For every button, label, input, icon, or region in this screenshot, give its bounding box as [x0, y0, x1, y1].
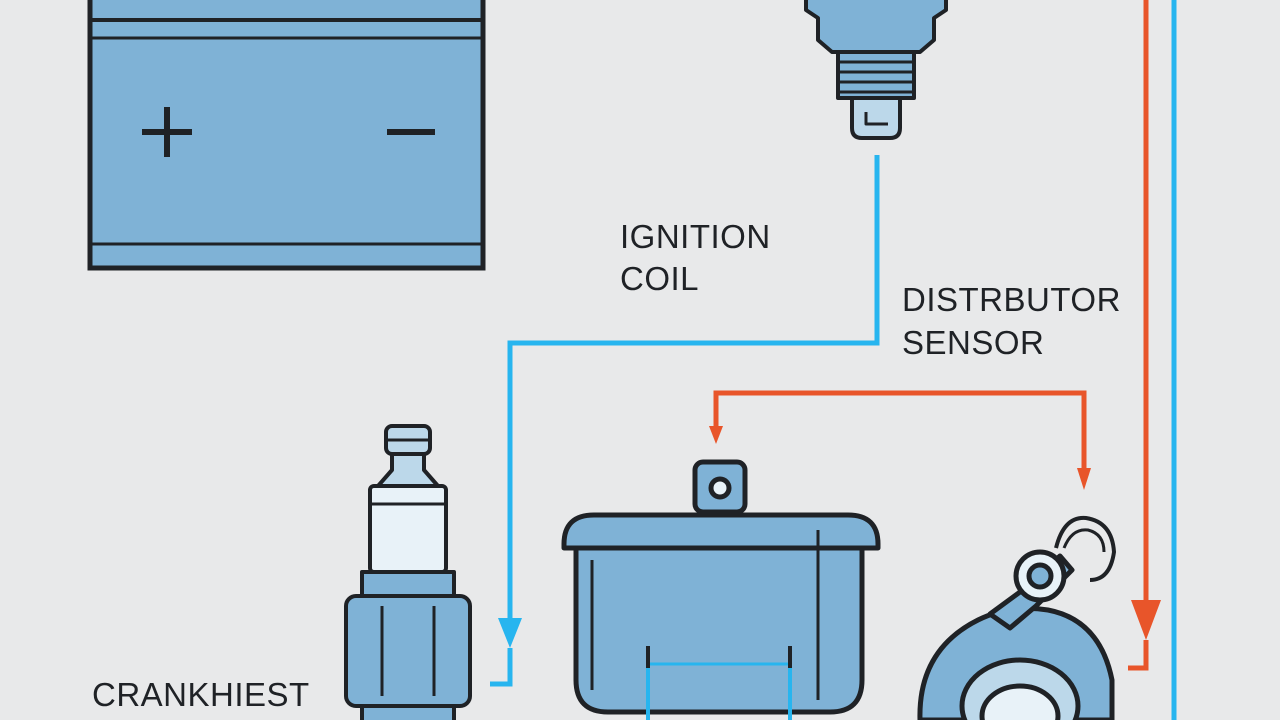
spark-plug-bottom-collar: [360, 570, 456, 598]
sensor-pivot-inner: [1026, 562, 1054, 590]
ignition-coil-label-line1: IGNITION: [620, 218, 771, 255]
distributor-sensor-label-line1: DISTRBUTOR: [902, 281, 1121, 318]
spark-plug-bottom: [344, 424, 472, 720]
spark-plug-top-tip: [850, 96, 902, 140]
blue-wire-arrowhead: [498, 618, 522, 648]
spark-plug-top-hex: [804, 0, 948, 54]
sensor-clip: [1054, 515, 1116, 582]
orange-wire-coil-arrow: [709, 426, 723, 444]
ignition-coil-label-line2: COIL: [620, 260, 699, 297]
wires: [490, 0, 1177, 720]
spark-plug-bottom-hex: [344, 594, 472, 708]
distributor-sensor-label-line2: SENSOR: [902, 324, 1044, 361]
spark-plug-bottom-insulator: [368, 484, 448, 574]
battery: [87, 0, 486, 271]
orange-wire-arrowhead: [1131, 600, 1161, 640]
orange-wire-distributor-arrow: [1077, 468, 1091, 490]
coil-terminal-hole: [708, 476, 732, 500]
sensor-bore-inner: [979, 683, 1061, 720]
ignition-coil-body: [561, 459, 881, 720]
battery-positive-symbol: [142, 107, 192, 157]
spark-plug-bottom-neck: [376, 452, 440, 488]
spark-plug-top: [804, 0, 948, 140]
crankshaft-label: CRANKHIEST: [92, 676, 310, 713]
blue-wire-plug-to-plug: [507, 155, 880, 618]
orange-wire-tail: [1128, 640, 1149, 671]
blue-wire-plug-tail: [490, 648, 513, 687]
distributor-sensor: [917, 515, 1116, 720]
orange-wire-coil-to-distributor: [713, 390, 1087, 468]
coil-lid: [561, 512, 881, 551]
